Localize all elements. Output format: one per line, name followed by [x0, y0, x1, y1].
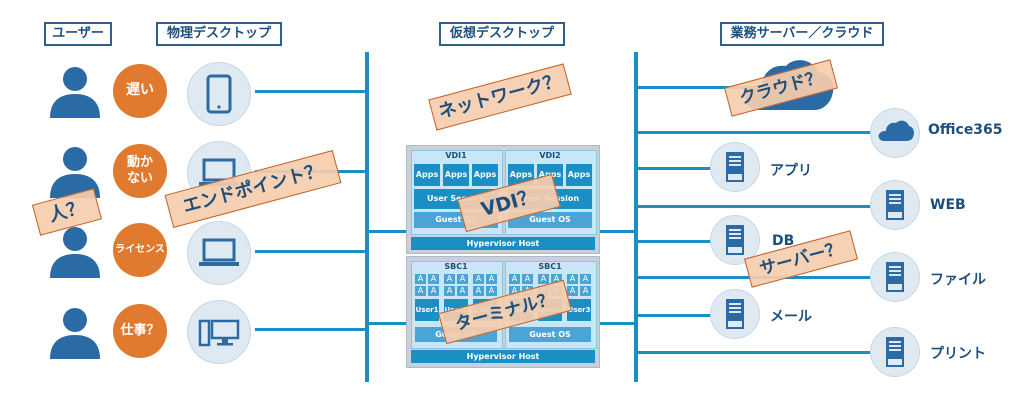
cloud-icon: [878, 120, 914, 141]
user-icon: [50, 308, 100, 359]
db-label: DB: [772, 233, 795, 249]
web-server-node: [870, 180, 920, 230]
app-cell: A: [428, 286, 439, 296]
device-tablet: [187, 62, 251, 126]
web-label: WEB: [930, 197, 966, 213]
link-desktop: [255, 328, 367, 331]
app-cell: A: [486, 286, 497, 296]
server-icon: [726, 299, 744, 329]
app-cell: A: [473, 286, 484, 296]
link-sbc-right: [598, 322, 636, 325]
server-icon: [886, 337, 904, 367]
app-cell: A: [457, 286, 468, 296]
link-tablet: [255, 90, 367, 93]
app-cell: A: [551, 274, 562, 284]
server-icon: [726, 152, 744, 182]
network-line-left: [365, 52, 369, 382]
apps-box: Apps: [443, 164, 469, 186]
app-cell: A: [567, 286, 578, 296]
sbc1-label: SBC1: [444, 262, 468, 271]
link-sbc-left: [367, 322, 407, 325]
app-cell: A: [580, 274, 591, 284]
vdi2-label: VDI2: [539, 151, 561, 160]
device-laptop-2: [187, 221, 251, 285]
file-label: ファイル: [930, 272, 986, 288]
app-cell: A: [509, 286, 520, 296]
app-cell: A: [415, 274, 426, 284]
link-office365: [636, 131, 872, 134]
header-physical-desktop: 物理デスクトップ: [156, 22, 282, 46]
print-server-node: [870, 327, 920, 377]
link-laptop-2: [255, 250, 367, 253]
print-label: プリント: [930, 346, 986, 362]
app-cell: A: [538, 274, 549, 284]
link-web: [636, 205, 872, 208]
apps-box: Apps: [566, 164, 592, 186]
app-cell: A: [444, 274, 455, 284]
user-box: User1: [415, 299, 439, 321]
app-cell: A: [473, 274, 484, 284]
link-cloud: [636, 86, 766, 89]
app-cell: A: [444, 286, 455, 296]
laptop-icon: [199, 238, 239, 266]
issue-license: ライセンス: [113, 223, 167, 277]
app-cell: A: [580, 286, 591, 296]
guest-os-box: Guest OS: [508, 212, 592, 228]
vdi1-label: VDI1: [445, 151, 467, 160]
hypervisor-host-bar: Hypervisor Host: [411, 350, 595, 363]
user-box: User3: [567, 299, 591, 321]
user-icon: [50, 227, 100, 278]
desktop-pc-icon: [198, 319, 240, 347]
link-vdi-left: [367, 230, 407, 233]
server-icon: [886, 190, 904, 220]
server-icon: [726, 225, 744, 255]
app-cell: A: [415, 286, 426, 296]
app-cell: A: [486, 274, 497, 284]
mail-label: メール: [770, 309, 812, 325]
header-users: ユーザー: [44, 22, 112, 46]
app-server-node: [710, 142, 760, 192]
link-db: [636, 240, 712, 243]
apps-box: Apps: [472, 164, 498, 186]
network-line-right: [634, 52, 638, 382]
issue-not-working: 動か ない: [113, 144, 167, 198]
link-mail: [636, 314, 712, 317]
app-cell: A: [457, 274, 468, 284]
tag-network: ネットワーク？: [428, 63, 572, 131]
link-print: [636, 351, 872, 354]
app-cell: A: [567, 274, 578, 284]
user-icon: [50, 67, 100, 118]
app-cell: A: [428, 274, 439, 284]
user-icon: [50, 147, 100, 198]
mail-server-node: [710, 289, 760, 339]
header-business-servers-cloud: 業務サーバー／クラウド: [720, 22, 884, 46]
app-cell: A: [522, 274, 533, 284]
server-icon: [886, 262, 904, 292]
app-cell: A: [509, 274, 520, 284]
issue-slow: 遅い: [113, 64, 167, 118]
apps-box: Apps: [414, 164, 440, 186]
device-desktop: [187, 300, 251, 364]
guest-os-box: Guest OS: [509, 327, 591, 342]
tablet-icon: [206, 74, 232, 114]
link-app: [636, 167, 712, 170]
file-server-node: [870, 252, 920, 302]
tag-server: サーバー？: [743, 230, 859, 288]
app-label: アプリ: [770, 163, 812, 179]
office365-label: Office365: [928, 122, 1003, 138]
hypervisor-host-bar: Hypervisor Host: [411, 237, 595, 250]
link-vdi-right: [598, 230, 636, 233]
header-virtual-desktop: 仮想デスクトップ: [439, 22, 565, 46]
office365-node: [870, 108, 920, 158]
issue-work: 仕事？: [113, 304, 167, 358]
sbc1-label: SBC1: [538, 262, 562, 271]
